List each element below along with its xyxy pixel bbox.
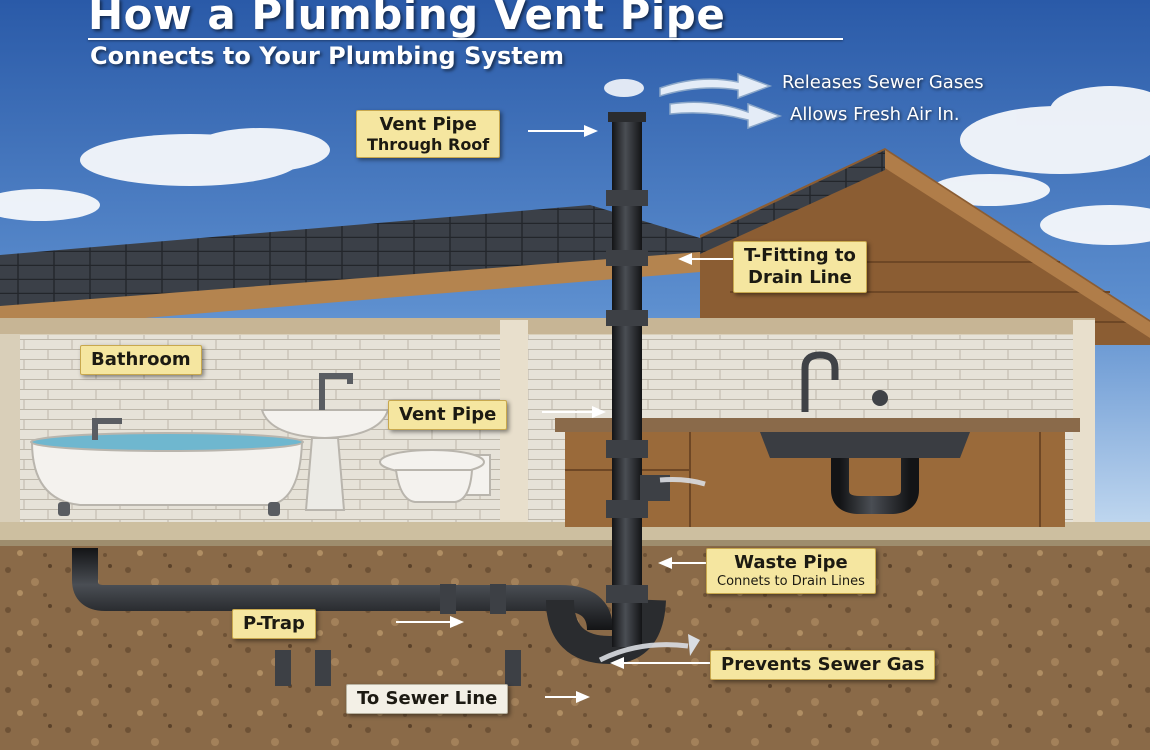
to-sewer-line-label-text: To Sewer Line bbox=[357, 688, 498, 709]
t-fitting-label-line1: T-Fitting to bbox=[744, 245, 856, 266]
waste-pipe-label-line1: Waste Pipe bbox=[734, 552, 848, 573]
waste-pipe-label: Waste Pipe Connets to Drain Lines bbox=[706, 548, 876, 594]
p-trap-label: P-Trap bbox=[232, 609, 316, 639]
page-title: How a Plumbing Vent Pipe bbox=[88, 0, 726, 39]
to-sewer-line-label: To Sewer Line bbox=[346, 684, 509, 714]
t-fitting-label-line2: Drain Line bbox=[748, 267, 852, 288]
t-fitting-label: T-Fitting to Drain Line bbox=[733, 241, 867, 293]
vent-pipe-label-text: Vent Pipe bbox=[399, 404, 497, 425]
allows-fresh-air-note: Allows Fresh Air In. bbox=[790, 104, 960, 125]
vent-pipe-label: Vent Pipe bbox=[388, 400, 508, 430]
waste-pipe-label-line2: Connets to Drain Lines bbox=[717, 574, 865, 589]
prevents-sewer-gas-label-text: Prevents Sewer Gas bbox=[721, 654, 925, 675]
releases-sewer-gases-note: Releases Sewer Gases bbox=[782, 72, 984, 93]
title-underline bbox=[88, 38, 843, 40]
prevents-sewer-gas-label: Prevents Sewer Gas bbox=[710, 650, 936, 680]
page-subtitle: Connects to Your Plumbing System bbox=[90, 42, 565, 70]
vent-roof-label-line2: Through Roof bbox=[367, 135, 490, 154]
bathroom-label: Bathroom bbox=[80, 345, 202, 375]
vent-pipe-through-roof-label: Vent Pipe Through Roof bbox=[356, 110, 501, 158]
p-trap-label-text: P-Trap bbox=[243, 613, 305, 634]
vent-roof-label-line1: Vent Pipe bbox=[379, 114, 477, 135]
bathroom-label-text: Bathroom bbox=[91, 349, 191, 370]
